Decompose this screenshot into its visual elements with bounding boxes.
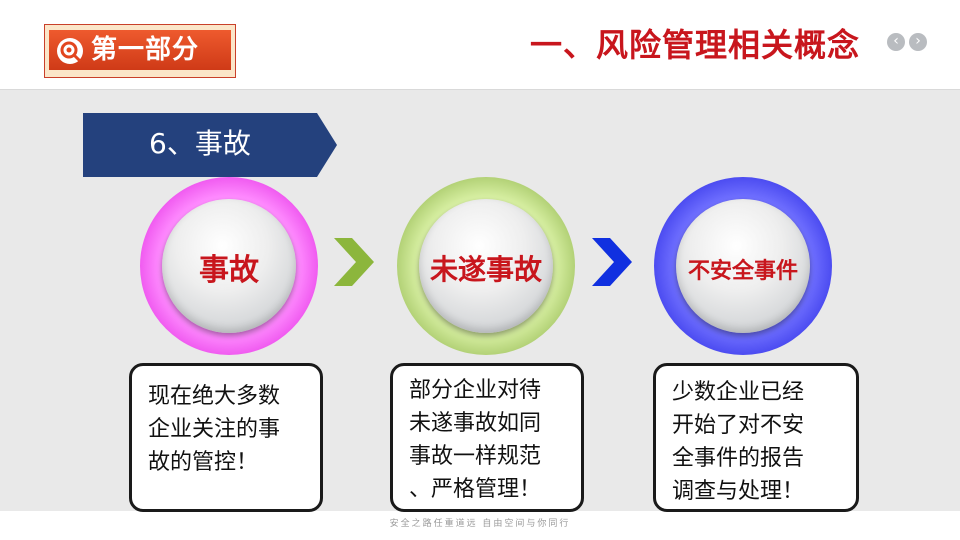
chevron-right-icon <box>334 238 374 286</box>
accident-description-box: 现在绝大多数 企业关注的事 故的管控！ <box>129 363 323 512</box>
near-miss-label: 未遂事故 <box>429 253 542 286</box>
footer-slogan: 安全之路任重道远 自由空间与你同行 <box>389 519 571 529</box>
section-badge-label: 第一部分 <box>91 35 200 65</box>
unsafe-event-circle: 不安全事件 <box>654 177 832 355</box>
slide-header: 第一部分 一、风险管理相关概念 ‹ › <box>0 0 960 88</box>
page-title: 一、风险管理相关概念 <box>529 26 860 64</box>
unsafe-event-circle-inner <box>676 199 810 333</box>
near-miss-description: 部分企业对待 未遂事故如同 事故一样规范 、严格管理！ <box>409 378 542 502</box>
accident-circle-inner <box>162 199 296 333</box>
accident-label: 事故 <box>199 253 259 288</box>
section-heading-tag: 6、事故 <box>83 113 337 177</box>
prev-slide-button[interactable]: ‹ <box>887 33 905 51</box>
near-miss-circle: 未遂事故 <box>397 177 575 355</box>
unsafe-event-description-box: 少数企业已经 开始了对不安 全事件的报告 调查与处理！ <box>653 363 859 512</box>
unsafe-event-label: 不安全事件 <box>687 259 798 284</box>
section-badge-inner: 第一部分 <box>49 30 231 70</box>
near-miss-description-box: 部分企业对待 未遂事故如同 事故一样规范 、严格管理！ <box>390 363 584 512</box>
accident-circle: 事故 <box>140 177 318 355</box>
section-badge: 第一部分 <box>44 24 236 78</box>
unsafe-event-description: 少数企业已经 开始了对不安 全事件的报告 调查与处理！ <box>672 380 805 504</box>
next-slide-button[interactable]: › <box>909 33 927 51</box>
magnifier-icon <box>57 38 83 64</box>
chevron-right-icon <box>592 238 632 286</box>
near-miss-circle-inner <box>419 199 553 333</box>
accident-description: 现在绝大多数 企业关注的事 故的管控！ <box>148 384 281 475</box>
section-heading: 6、事故 <box>149 127 251 160</box>
